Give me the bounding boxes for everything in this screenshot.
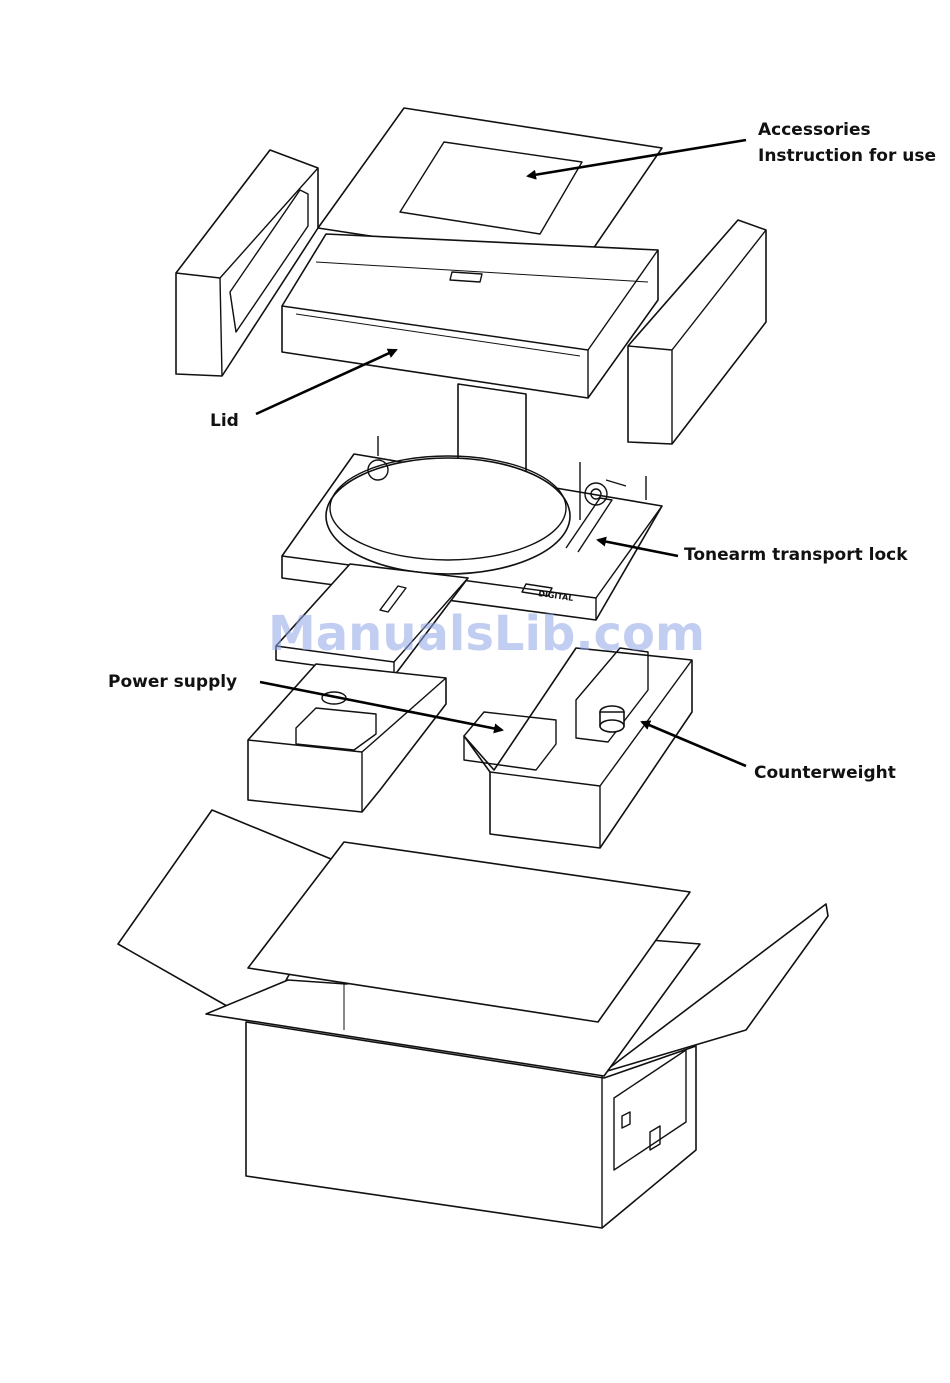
label-counterweight: Counterweight	[754, 760, 896, 786]
shipping-carton	[118, 810, 828, 1228]
label-accessories: Accessories	[758, 117, 871, 143]
label-instruction: Instruction for use	[758, 143, 936, 169]
lid-part	[282, 234, 658, 398]
arrow-lid	[256, 350, 396, 414]
label-lid: Lid	[210, 408, 239, 434]
label-tonearm-lock: Tonearm transport lock	[684, 542, 908, 568]
label-power-supply: Power supply	[108, 669, 237, 695]
watermark: ManualsLib.com	[268, 606, 705, 662]
right-bottom-foam	[464, 648, 692, 848]
